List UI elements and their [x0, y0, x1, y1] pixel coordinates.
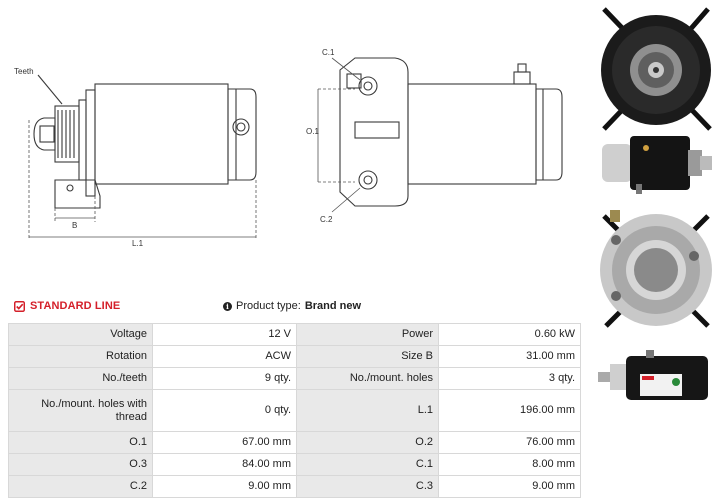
product-photo-front	[601, 7, 712, 131]
spec-key: C.3	[296, 475, 439, 498]
spec-key: Power	[296, 323, 439, 346]
spec-key: No./mount. holes	[296, 367, 439, 390]
table-row: No./teeth 9 qty. No./mount. holes 3 qty.	[8, 367, 581, 390]
table-row: O.3 84.00 mm C.1 8.00 mm	[8, 453, 581, 476]
dimension-c1-label: C.1	[322, 48, 335, 57]
checkbox-icon	[14, 300, 25, 312]
side-view-drawing	[33, 74, 257, 209]
table-row: C.2 9.00 mm C.3 9.00 mm	[8, 475, 581, 498]
info-icon: i	[223, 301, 232, 311]
front-view-drawing	[339, 57, 563, 207]
spec-value: 0 qty.	[152, 389, 297, 432]
spec-value: 84.00 mm	[152, 453, 297, 476]
product-photo-side	[602, 136, 712, 194]
product-type: i Product type: Brand new	[223, 300, 361, 312]
dimension-o1-label: O.1	[306, 127, 319, 136]
spec-key: No./teeth	[8, 367, 153, 390]
product-line-label: STANDARD LINE	[30, 300, 121, 312]
spec-key: O.3	[8, 453, 153, 476]
spec-value: 0.60 kW	[438, 323, 581, 346]
product-photo-label	[598, 350, 708, 400]
spec-value: 3 qty.	[438, 367, 581, 390]
specs-table: Voltage 12 V Power 0.60 kW Rotation ACW …	[8, 323, 581, 498]
spec-value: 8.00 mm	[438, 453, 581, 476]
spec-value: ACW	[152, 345, 297, 368]
spec-value: 67.00 mm	[152, 431, 297, 454]
spec-key: C.1	[296, 453, 439, 476]
spec-key: No./mount. holes with thread	[8, 389, 153, 432]
dimension-c2-label: C.2	[320, 215, 333, 224]
standard-line-badge: STANDARD LINE	[14, 300, 120, 312]
spec-value: 9.00 mm	[438, 475, 581, 498]
spec-value: 12 V	[152, 323, 297, 346]
table-row: Voltage 12 V Power 0.60 kW	[8, 323, 581, 346]
spec-key: O.1	[8, 431, 153, 454]
dimension-l1-label: L.1	[132, 239, 144, 248]
spec-key: O.2	[296, 431, 439, 454]
table-row: O.1 67.00 mm O.2 76.00 mm	[8, 431, 581, 454]
spec-key: C.2	[8, 475, 153, 498]
spec-value: 9 qty.	[152, 367, 297, 390]
spec-key: Size B	[296, 345, 439, 368]
spec-key: L.1	[296, 389, 439, 432]
spec-value: 76.00 mm	[438, 431, 581, 454]
product-type-label: Product type:	[236, 300, 301, 312]
product-photos	[598, 7, 712, 400]
spec-value: 196.00 mm	[438, 389, 581, 432]
teeth-label: Teeth	[14, 67, 34, 76]
spec-key: Rotation	[8, 345, 153, 368]
dimension-b-label: B	[72, 221, 77, 230]
spec-key: Voltage	[8, 323, 153, 346]
technical-drawing: Teeth B L.1 C.1 O.1 C.2	[14, 48, 563, 248]
product-photo-rear	[600, 210, 712, 328]
product-type-value: Brand new	[304, 300, 362, 312]
table-row: Rotation ACW Size B 31.00 mm	[8, 345, 581, 368]
spec-value: 9.00 mm	[152, 475, 297, 498]
spec-value: 31.00 mm	[438, 345, 581, 368]
table-row: No./mount. holes with thread 0 qty. L.1 …	[8, 389, 581, 432]
